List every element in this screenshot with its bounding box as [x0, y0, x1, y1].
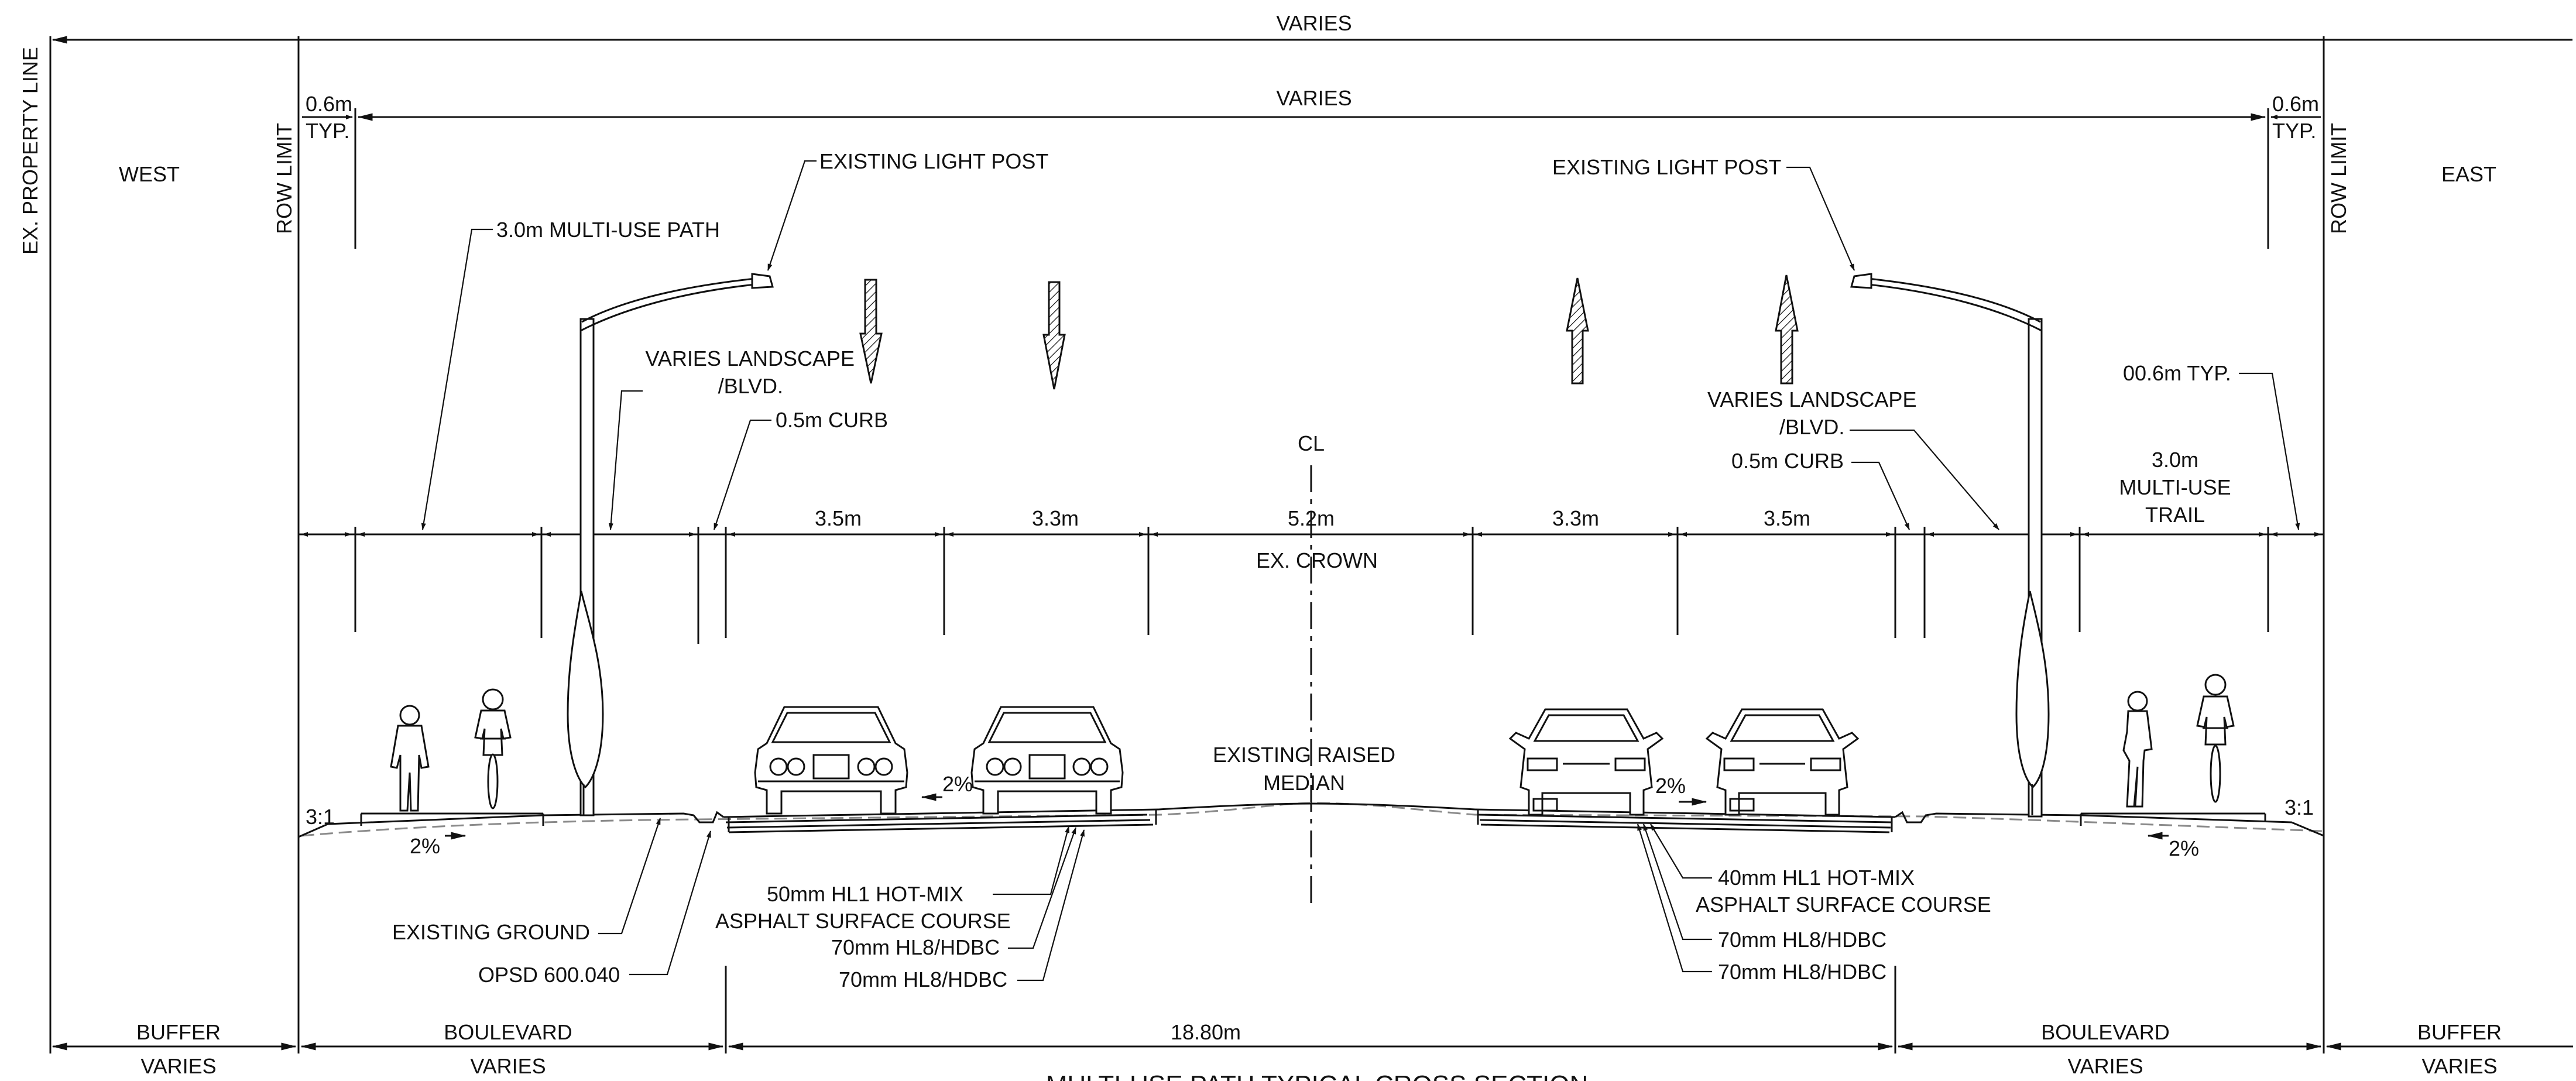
light-post-left-label: EXISTING LIGHT POST: [819, 149, 1048, 173]
top-varies-label: VARIES: [1276, 11, 1352, 35]
buffer-right-varies: VARIES: [2421, 1054, 2497, 1078]
landscape-left-line2: /BLVD.: [718, 374, 783, 398]
car-front-1: [1508, 708, 1664, 816]
car-front-2: [1705, 708, 1860, 816]
car-rear-2: [970, 706, 1124, 815]
landscape-right-line2: /BLVD.: [1779, 415, 1844, 439]
boundary-lines: [49, 36, 2325, 1053]
landscape-left-line1: VARIES LANDSCAPE: [646, 346, 855, 370]
southbound-arrow-2: [1042, 281, 1066, 390]
inner-varies-dimension: VARIES 0.6m TYP. 0.6m TYP.: [302, 86, 2321, 249]
lane-1-width: 3.5m: [815, 506, 862, 530]
west-label: WEST: [119, 162, 180, 186]
boulevard-left-varies: VARIES: [470, 1054, 546, 1078]
pct-path-right: 2%: [2169, 836, 2199, 860]
asphalt-right-line2: ASPHALT SURFACE COURSE: [1696, 893, 1991, 917]
boulevard-left-label: BOULEVARD: [444, 1020, 572, 1044]
inner-varies-label: VARIES: [1276, 86, 1352, 110]
southbound-arrow-1: [859, 279, 883, 384]
dim-0-6m-right: 0.6m: [2272, 92, 2319, 116]
pct-lane-right: 2%: [1655, 774, 1686, 798]
roadway-width: 18.80m: [1171, 1020, 1241, 1044]
slope-left: 3:1: [306, 805, 335, 829]
asphalt-left-line1: 50mm HL1 HOT-MIX: [767, 882, 963, 906]
buffer-left-varies: VARIES: [140, 1054, 216, 1078]
tree-left: [567, 591, 604, 815]
boulevard-right-label: BOULEVARD: [2041, 1020, 2169, 1044]
asphalt-right-line3: 70mm HL8/HDBC: [1718, 928, 1886, 952]
trail-line1: 3.0m: [2152, 448, 2198, 472]
row-limit-right-label: ROW LIMIT: [2327, 123, 2351, 234]
opsd-label: OPSD 600.040: [478, 963, 620, 987]
existing-ground-label: EXISTING GROUND: [392, 920, 590, 944]
asphalt-right-line4: 70mm HL8/HDBC: [1718, 960, 1886, 984]
trail-line3: TRAIL: [2145, 503, 2205, 527]
trail-line2: MULTI-USE: [2119, 475, 2231, 499]
traffic-arrows: [859, 274, 1799, 390]
light-post-right: [1850, 273, 2043, 818]
car-rear-1: [754, 706, 908, 815]
lane-4-width: 3.5m: [1764, 506, 1810, 530]
top-varies-dimension: VARIES: [52, 11, 2572, 44]
lane-2-width: 3.3m: [1032, 506, 1079, 530]
median-line1: EXISTING RAISED: [1213, 743, 1395, 767]
buffer-left-label: BUFFER: [136, 1020, 221, 1044]
callouts: EXISTING LIGHT POST EXISTING LIGHT POST …: [392, 149, 2300, 991]
median-line2: MEDIAN: [1263, 771, 1345, 795]
curb-right-label: 0.5m CURB: [1731, 449, 1844, 473]
slope-right: 3:1: [2285, 795, 2314, 819]
dim-0-6m-left: 0.6m: [306, 92, 352, 116]
northbound-arrow-1: [1566, 277, 1589, 385]
ex-property-line-label: EX. PROPERTY LINE: [18, 47, 42, 255]
drawing-title: MULTI-USE PATH TYPICAL CROSS SECTION: [1046, 1070, 1589, 1081]
cyclist-left: [474, 688, 512, 809]
pavement-structure: [298, 802, 2324, 838]
light-post-right-label: EXISTING LIGHT POST: [1552, 155, 1781, 179]
existing-ground: [301, 802, 2323, 837]
bottom-dimensions: BUFFER VARIES BOULEVARD VARIES 18.80m BO…: [52, 966, 2573, 1078]
asphalt-right-line1: 40mm HL1 HOT-MIX: [1718, 866, 1915, 890]
boulevard-right-varies: VARIES: [2067, 1054, 2143, 1078]
row-limit-left-label: ROW LIMIT: [272, 123, 296, 234]
multi-use-path-label: 3.0m MULTI-USE PATH: [496, 218, 720, 242]
cyclist-right: [2196, 674, 2235, 803]
cl-label: CL: [1298, 431, 1325, 455]
asphalt-left-line3: 70mm HL8/HDBC: [831, 935, 1000, 959]
crossfall-indicators: 2% 2% 2% 2%: [410, 772, 2199, 860]
pct-path-left: 2%: [410, 834, 440, 858]
typ-0-6m-right-label: 00.6m TYP.: [2123, 361, 2231, 385]
pct-lane-left: 2%: [942, 772, 973, 796]
landscape-right-line1: VARIES LANDSCAPE: [1707, 387, 1916, 411]
east-label: EAST: [2441, 162, 2496, 186]
typ-right: TYP.: [2272, 119, 2316, 143]
curb-left-label: 0.5m CURB: [776, 408, 888, 432]
lane-3-width: 3.3m: [1552, 506, 1599, 530]
ex-crown-label: EX. CROWN: [1256, 548, 1378, 572]
pedestrian-left: [390, 705, 430, 812]
buffer-right-label: BUFFER: [2417, 1020, 2502, 1044]
typ-left: TYP.: [306, 119, 349, 143]
asphalt-left-line4: 70mm HL8/HDBC: [839, 967, 1007, 991]
tree-right: [2015, 591, 2050, 815]
asphalt-left-line2: ASPHALT SURFACE COURSE: [715, 909, 1011, 933]
northbound-arrow-2: [1775, 274, 1799, 385]
pedestrian-right: [2122, 691, 2153, 808]
